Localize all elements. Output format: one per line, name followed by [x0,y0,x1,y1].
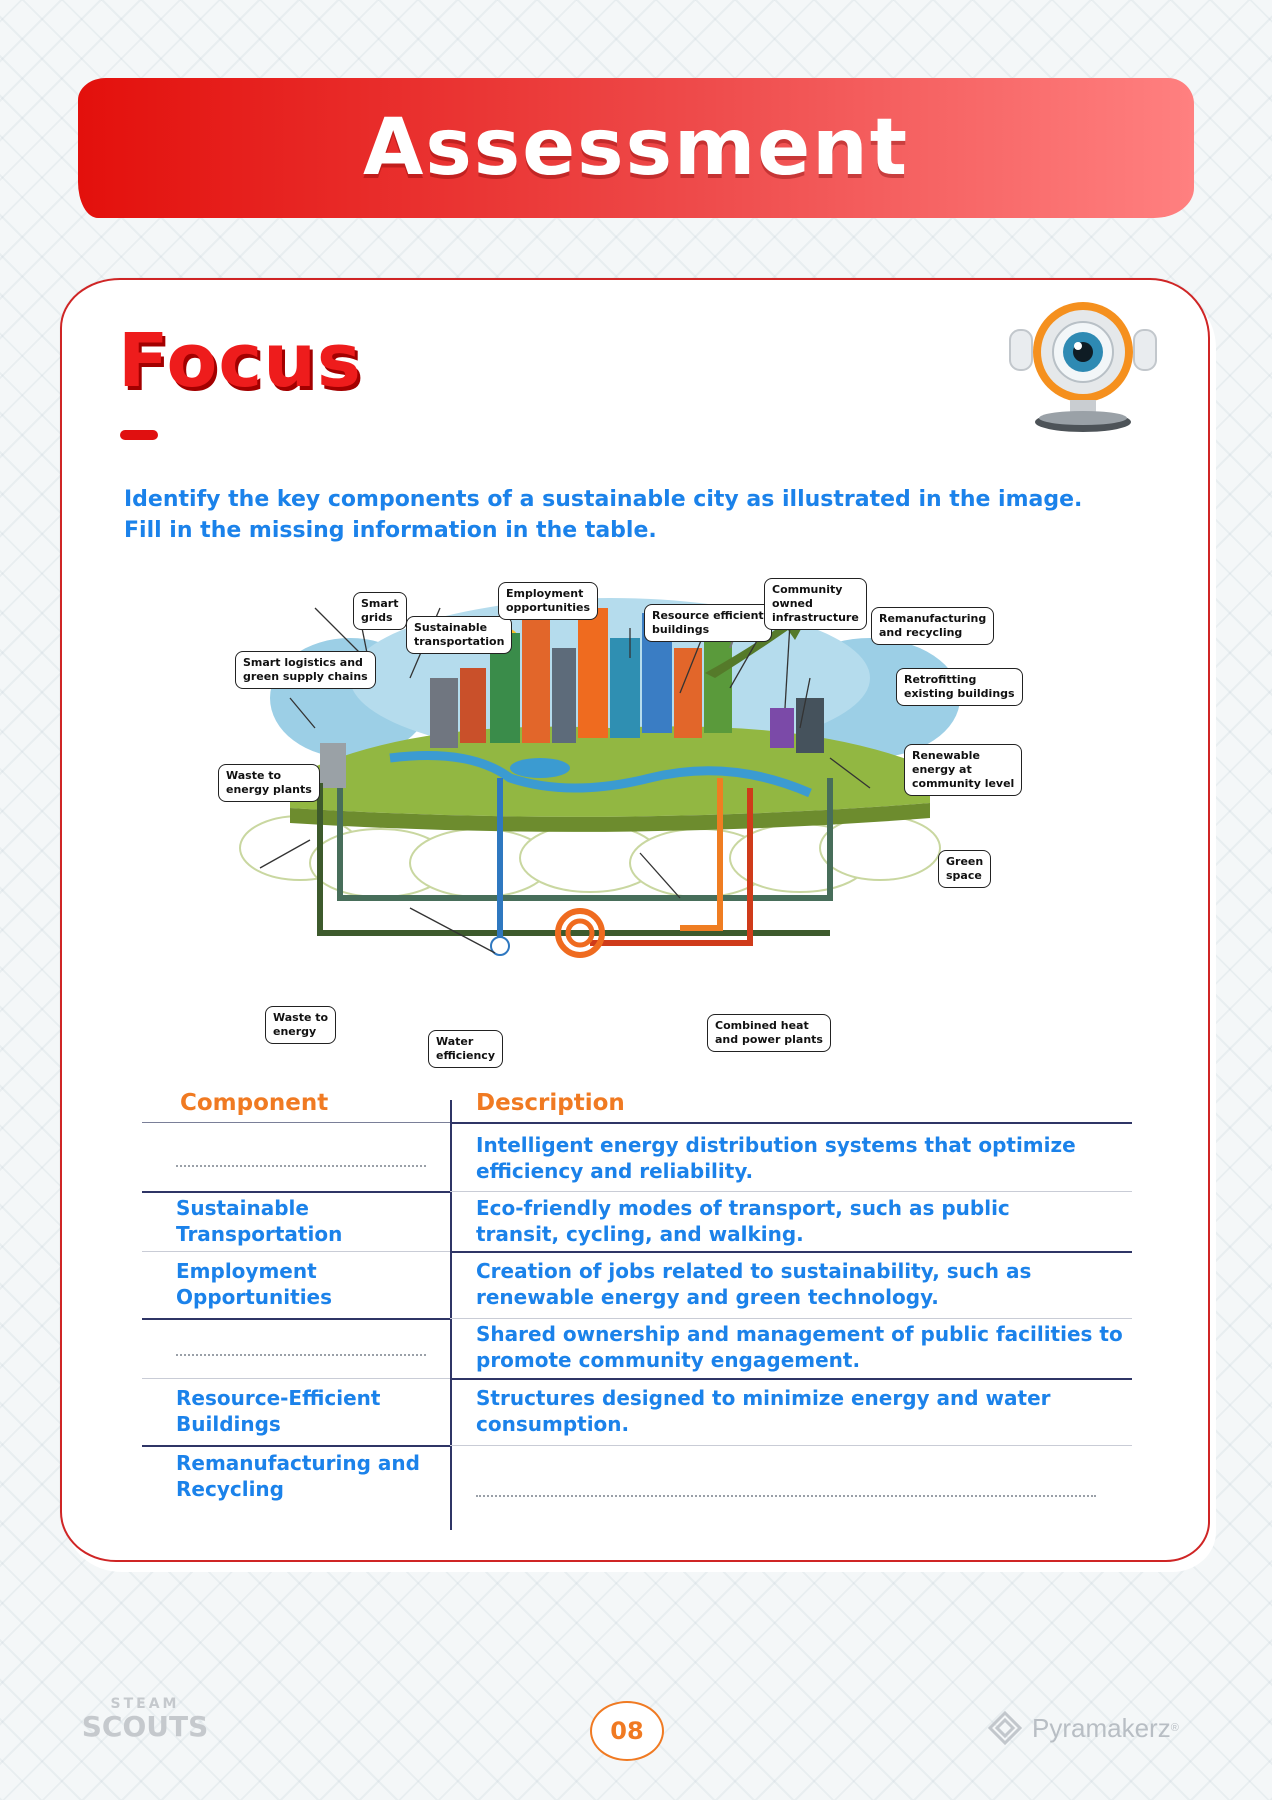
brand-name: Pyramakerz [1032,1712,1171,1743]
table-cell-component: Remanufacturing and Recycling [176,1451,420,1501]
callout-resource-efficient-buildings: Resource efficient buildings [644,604,772,642]
header-description: Description [476,1090,625,1116]
callout-remanufacturing-recycling: Remanufacturing and recycling [871,607,995,645]
table-cell-component: Sustainable Transportation [176,1196,343,1246]
blank-answer-line[interactable] [176,1354,426,1356]
page-number: 08 [590,1701,664,1761]
table-cell-component: Resource-Efficient Buildings [176,1386,381,1436]
table-cell-component: Employment Opportunities [176,1259,333,1309]
instruction-line: Fill in the missing information in the t… [124,518,657,543]
table-cell-description: Intelligent energy distribution systems … [476,1133,1076,1183]
table-rule [450,1191,1132,1192]
callout-employment-opportunities: Employment opportunities [498,582,599,620]
page-title: Assessment [363,103,909,193]
callout-retrofitting: Retrofitting existing buildings [896,668,1023,706]
callout-waste-to-energy: Waste to energy [265,1006,337,1044]
callout-smart-grids: Smart grids [353,592,407,630]
table-rule [450,1318,1132,1319]
svg-text:STEAM: STEAM [111,1696,180,1712]
table-cell-description: Shared ownership and management of publi… [476,1322,1123,1372]
brand-mark: ® [1170,1722,1179,1734]
table-rule [142,1251,450,1252]
table-rule [450,1378,1132,1380]
callout-community-owned-infrastructure: Community owned infrastructure [764,578,867,630]
instruction-line: Identify the key components of a sustain… [124,487,1083,512]
table-cell-description: Creation of jobs related to sustainabili… [476,1259,1032,1309]
header-banner: Assessment [78,78,1194,218]
table-divider [450,1100,452,1530]
table-rule [450,1122,1132,1124]
section-title: Focus [118,318,362,404]
table-rule [450,1251,1132,1253]
blank-answer-line[interactable] [476,1495,1096,1497]
callout-smart-logistics: Smart logistics and green supply chains [235,651,376,689]
robot-eye-icon [1009,302,1157,432]
table-cell-description: Structures designed to minimize energy a… [476,1386,1051,1436]
title-underline [120,430,158,440]
content-card [60,278,1210,1562]
table-rule [142,1445,450,1447]
callout-water-efficiency: Water efficiency [428,1030,504,1068]
components-table: Component Description Intelligent energy… [142,1090,1132,1530]
table-rule [142,1122,450,1123]
table-rule [142,1378,450,1379]
pyramakerz-logo-icon [988,1711,1022,1745]
svg-text:SCOUTS: SCOUTS [82,1710,209,1743]
instructions: Identify the key components of a sustain… [124,484,1144,546]
table-rule [450,1445,1132,1446]
header-component: Component [180,1090,329,1116]
callout-renewable-energy: Renewable energy at community level [904,744,1023,796]
callout-waste-to-energy-plants: Waste to energy plants [218,764,320,802]
blank-answer-line[interactable] [176,1165,426,1167]
table-rule [142,1318,450,1320]
sustainable-city-diagram: Smart grids Sustainable transportation E… [210,578,1040,1078]
callout-combined-heat-power: Combined heat and power plants [707,1014,831,1052]
table-rule [142,1191,450,1193]
callout-sustainable-transportation: Sustainable transportation [406,616,513,654]
callout-green-space: Green space [938,850,992,888]
steam-scouts-logo: STEAM SCOUTS [82,1696,209,1743]
table-cell-description: Eco-friendly modes of transport, such as… [476,1196,1010,1246]
pyramakerz-brand: Pyramakerz® [988,1711,1179,1745]
